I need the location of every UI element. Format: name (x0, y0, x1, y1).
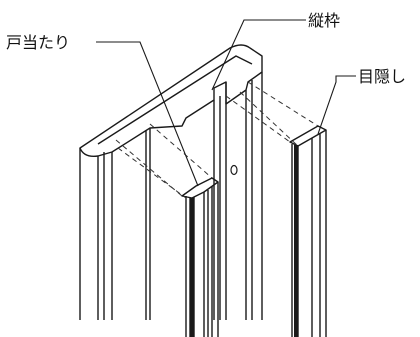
vertical-frame-profile (79, 44, 263, 320)
screen-shading (294, 145, 298, 337)
projection-lines (115, 81, 319, 199)
leader-lines (96, 19, 356, 187)
vertical-frame-label: 縦枠 (308, 11, 340, 30)
door-stop-label: 戸当たり (6, 33, 70, 52)
door-stop-part (181, 177, 219, 337)
door-stop-shading (190, 198, 194, 337)
screw-hole-icon (230, 164, 238, 176)
screen-label: 目隠し (358, 67, 406, 86)
